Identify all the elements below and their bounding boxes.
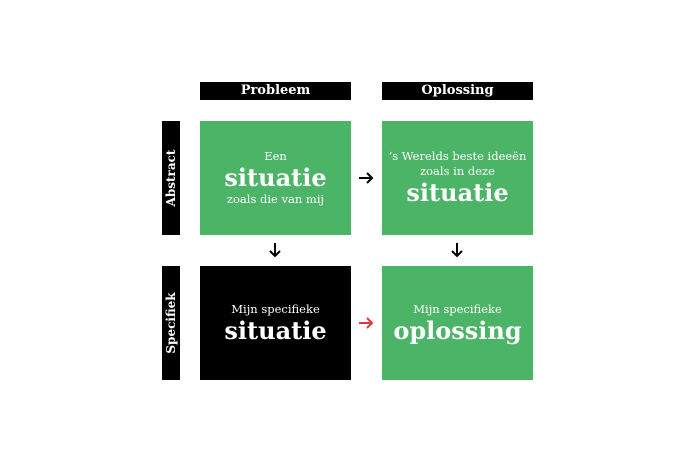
box-specific-solution-line1: Mijn specifieke bbox=[413, 301, 502, 316]
row-header-abstract-label: Abstract bbox=[164, 149, 178, 207]
box-abstract-problem-line2: zoals die van mij bbox=[226, 192, 325, 206]
row-header-specifiek: Specifiek bbox=[162, 266, 180, 380]
arrow-down-icon-problem bbox=[269, 243, 281, 258]
row-header-specifiek-label: Specifiek bbox=[164, 292, 178, 354]
box-specific-problem-big: situatie bbox=[224, 315, 327, 345]
box-abstract-solution-line1: ‘s Werelds beste ideeën bbox=[388, 149, 527, 163]
box-specific-problem: Mijn specifieke situatie bbox=[200, 266, 351, 380]
box-abstract-problem-line1: Een bbox=[264, 149, 287, 163]
arrow-right-highlight-icon bbox=[359, 317, 374, 329]
row-header-abstract: Abstract bbox=[162, 121, 180, 235]
arrow-right-icon bbox=[359, 172, 374, 184]
box-abstract-solution: ‘s Werelds beste ideeën zoals in deze si… bbox=[382, 121, 533, 235]
box-abstract-solution-line2: zoals in deze bbox=[420, 164, 495, 178]
column-header-probleem: Probleem bbox=[200, 82, 351, 100]
arrow-down-icon-solution bbox=[451, 243, 463, 258]
box-specific-problem-line1: Mijn specifieke bbox=[231, 301, 320, 316]
box-abstract-problem: Een situatie zoals die van mij bbox=[200, 121, 351, 235]
box-specific-solution-big: oplossing bbox=[393, 315, 522, 345]
column-header-oplossing: Oplossing bbox=[382, 82, 533, 100]
box-abstract-problem-big: situatie bbox=[224, 163, 327, 192]
box-abstract-solution-big: situatie bbox=[406, 178, 509, 207]
box-specific-solution: Mijn specifieke oplossing bbox=[382, 266, 533, 380]
